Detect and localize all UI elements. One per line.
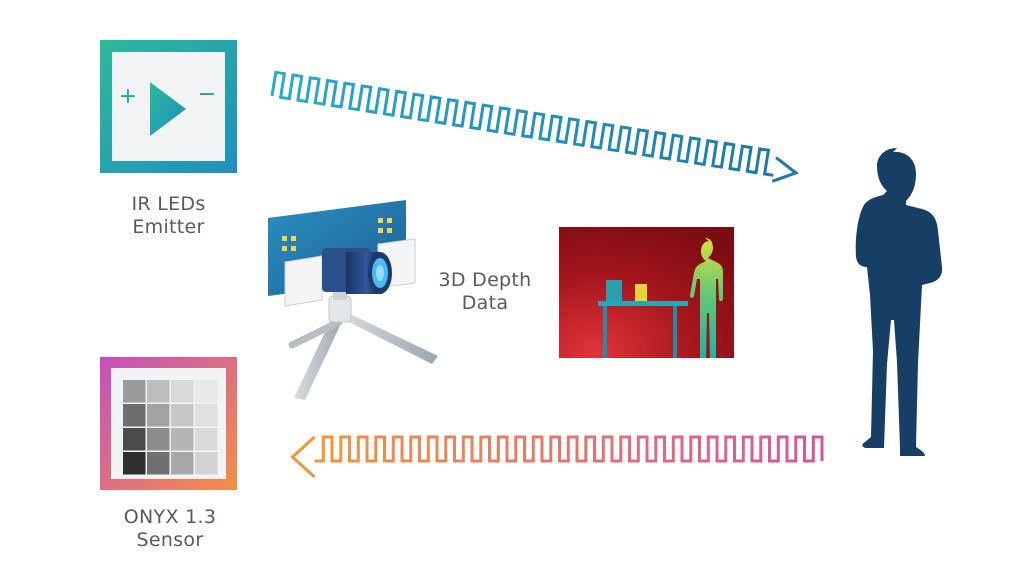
sensor-label-line1: ONYX 1.3 (123, 506, 217, 528)
outgoing-wave (270, 70, 799, 183)
sensor-pixel (123, 404, 146, 427)
diode-icon: + − (112, 80, 225, 138)
sensor-pixel (123, 380, 146, 403)
sensor-pixel (195, 380, 218, 403)
sensor-pixel (147, 428, 170, 451)
sensor-pixel (171, 380, 194, 403)
sensor-pixel (171, 428, 194, 451)
emitter-label-line1: IR LEDs (131, 193, 206, 215)
depth-map-icon (559, 227, 734, 358)
camera-icon (268, 200, 438, 400)
sensor-grid-icon (123, 380, 218, 475)
sensor-label-line2: Sensor (136, 529, 204, 551)
sensor-pixel (195, 428, 218, 451)
sensor-pixel (123, 428, 146, 451)
sensor-pixel (147, 452, 170, 475)
sensor-pixel (147, 404, 170, 427)
depth-label-line1: 3D Depth (438, 269, 532, 291)
plus-sign: + (119, 84, 137, 109)
sensor-pixel (171, 452, 194, 475)
emitter-tile: + − (100, 40, 237, 173)
emitter-label: IR LEDs Emitter (100, 193, 237, 239)
sensor-label: ONYX 1.3 Sensor (95, 506, 245, 552)
person-silhouette-icon (855, 148, 943, 456)
minus-sign: − (198, 82, 216, 107)
sensor-tile (100, 357, 237, 490)
depth-label-line2: Data (461, 292, 509, 314)
return-wave (290, 435, 824, 479)
sensor-pixel (195, 404, 218, 427)
emitter-label-line2: Emitter (132, 216, 205, 238)
sensor-pixel (171, 404, 194, 427)
sensor-pixel (123, 452, 146, 475)
sensor-pixel (195, 452, 218, 475)
sensor-pixel (147, 380, 170, 403)
depth-label: 3D Depth Data (425, 269, 545, 315)
